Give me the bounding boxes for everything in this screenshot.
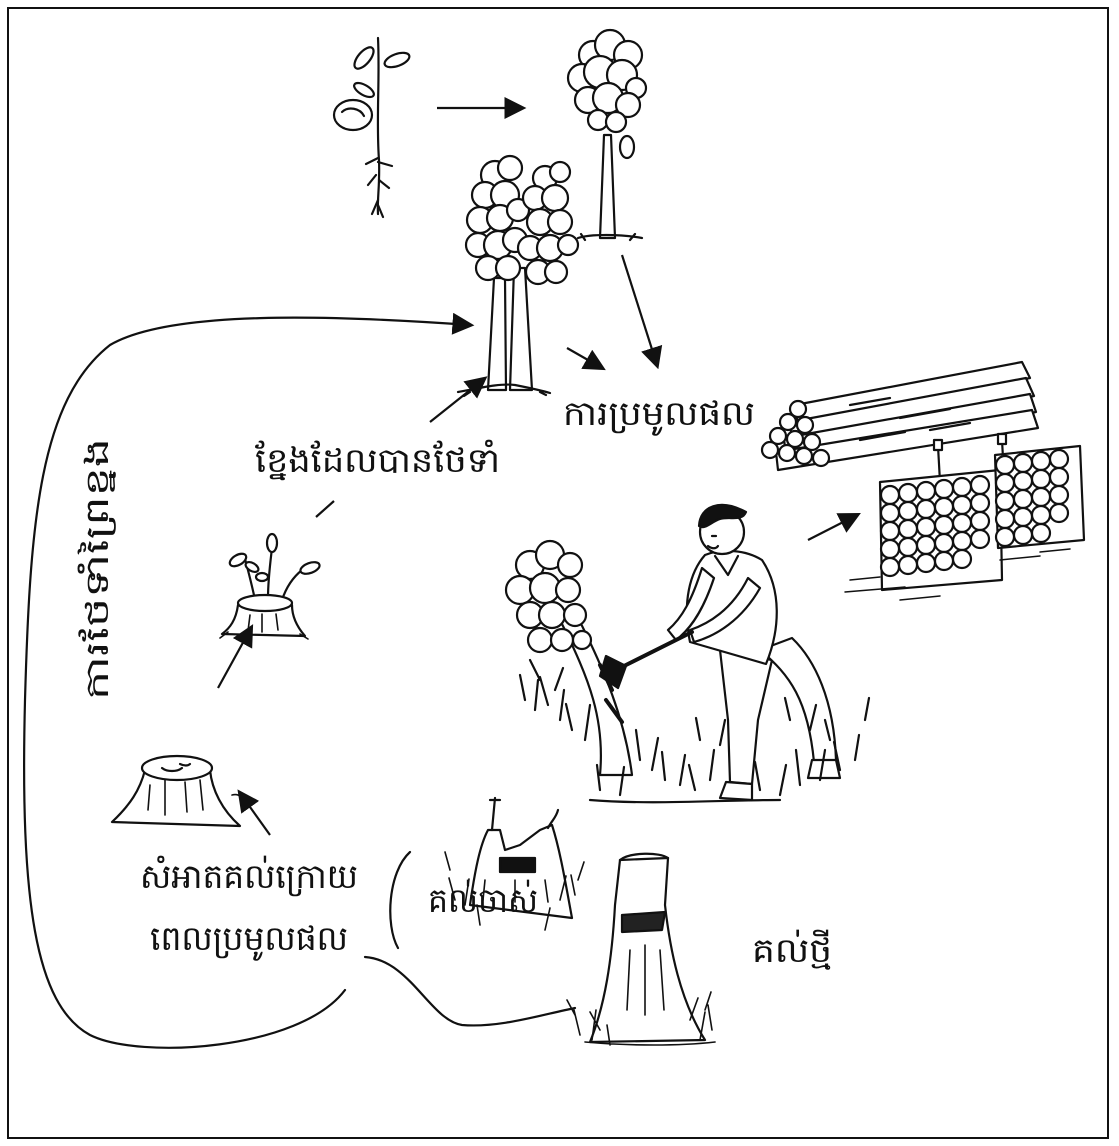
old-stump-label: គល់ចាស់ — [428, 879, 538, 921]
maintained-shoots-label: ខ្នែងដែលបានថែទាំ — [255, 439, 500, 481]
new-stump-label: គល់ថ្មី — [752, 929, 832, 971]
coppice-management-label: ការថែទាំព្រៃខ្នង — [77, 438, 116, 700]
harvest-label: ការប្រមូលផល — [563, 394, 755, 436]
clean-stumps-label-line2: ពេលប្រមូលផល — [150, 919, 348, 961]
clean-stumps-label-line1: សំអាតគល់ក្រោយ — [140, 855, 358, 897]
